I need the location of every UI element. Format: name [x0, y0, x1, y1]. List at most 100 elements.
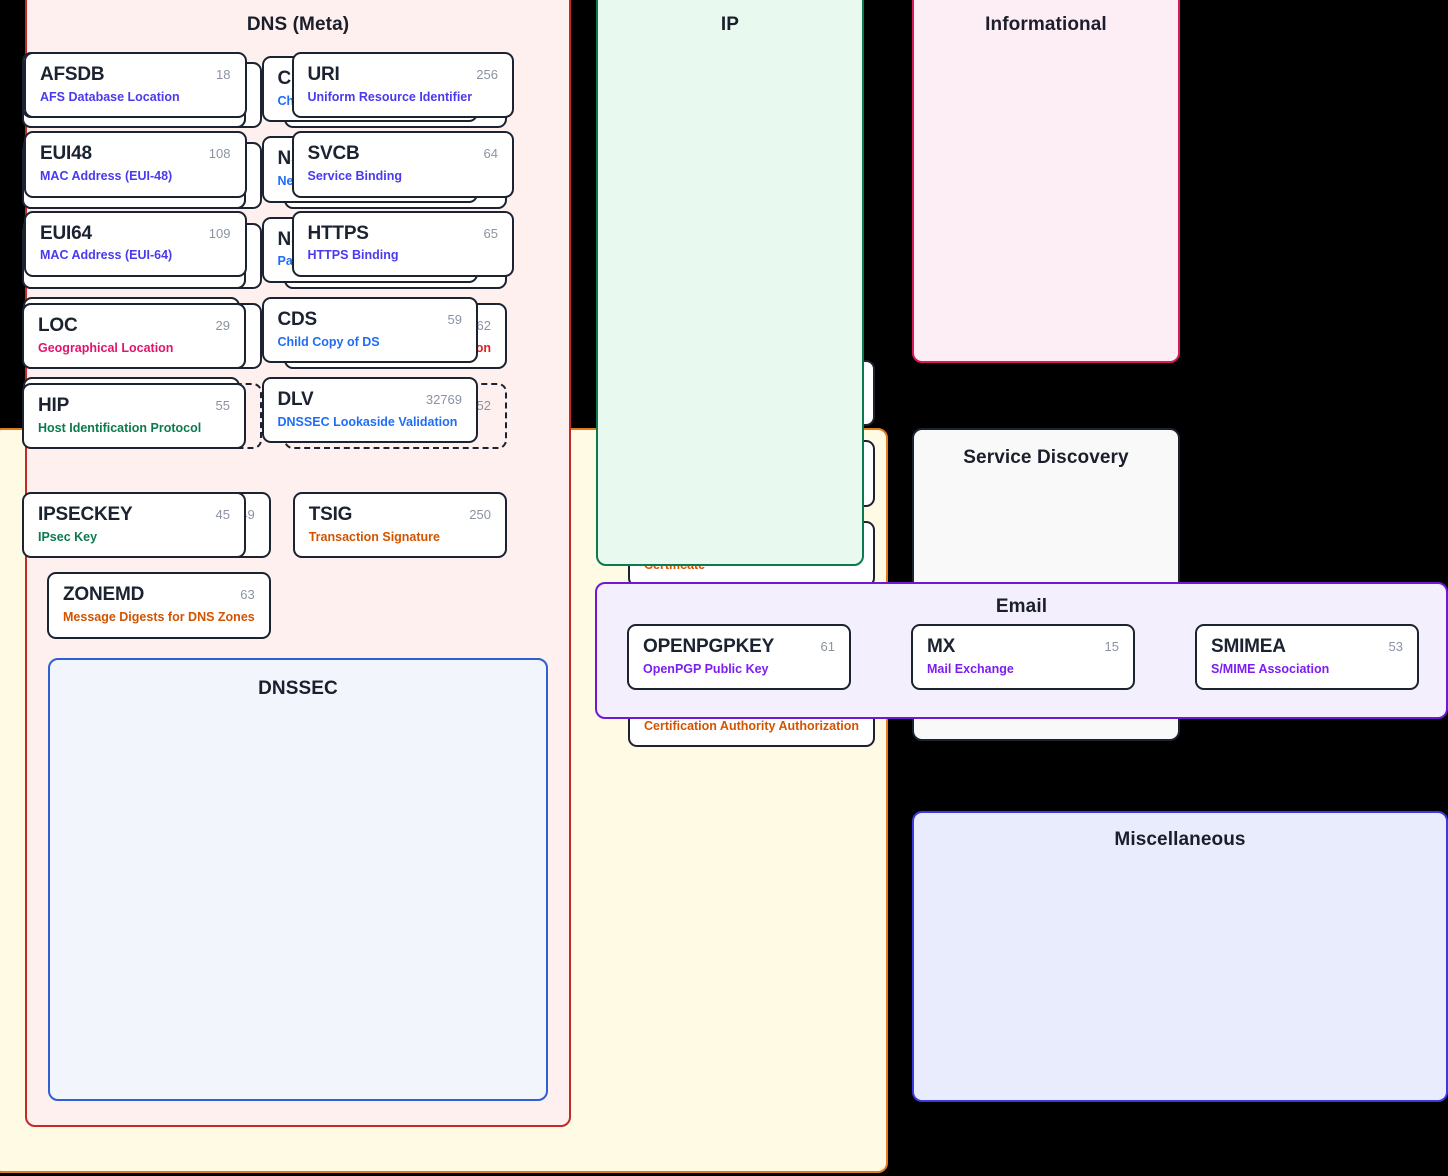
record-type-description: Message Digests for DNS Zones [63, 610, 255, 625]
record-card-header: AFSDB 18 [40, 64, 231, 86]
record-card-header: EUI64 109 [40, 222, 231, 245]
record-card-header: SMIMEA 53 [1211, 636, 1403, 658]
record-type-name: HIP [38, 395, 70, 417]
panel-dnssec-title: DNSSEC [258, 678, 338, 699]
record-type-number: 65 [483, 225, 498, 241]
record-type-description: Mail Exchange [927, 661, 1014, 676]
record-card-header: DLV 32769 [277, 389, 463, 411]
record-type-name: HTTPS [307, 222, 369, 244]
record-type-number: 64 [483, 146, 498, 162]
record-type-description: HTTPS Binding [307, 248, 399, 263]
record-type-name: MX [927, 636, 956, 657]
panel-miscellaneous: Miscellaneous [912, 811, 1448, 1102]
panel-informational-title: Informational [985, 14, 1107, 35]
record-type-description: AFS Database Location [40, 89, 180, 104]
record-type-description: OpenPGP Public Key [643, 661, 769, 676]
record-type-description: DNSSEC Lookaside Validation [277, 414, 458, 429]
record-card-header: SVCB 64 [307, 143, 499, 165]
panel-miscellaneous-title: Miscellaneous [1114, 829, 1246, 850]
panel-dns-meta-title: DNS (Meta) [246, 14, 350, 35]
record-type-number: 18 [216, 67, 231, 82]
panel-ip: IP [596, 0, 864, 566]
record-card-header: ZONEMD 63 [63, 584, 255, 606]
record-type-description: Transaction Signature [308, 529, 440, 544]
record-type-name: ZONEMD [63, 584, 145, 606]
record-card-header: OPENPGPKEY 61 [643, 636, 835, 658]
record-card-header: MX 15 [927, 636, 1119, 658]
record-type-number: 256 [476, 67, 498, 82]
record-type-description: Service Binding [307, 169, 402, 184]
record-card-header: CDS 59 [277, 308, 463, 331]
record-type-name: LOC [38, 314, 78, 336]
record-type-name: AFSDB [40, 64, 105, 85]
record-type-description: Uniform Resource Identifier [307, 89, 473, 104]
record-type-number: 109 [208, 225, 231, 241]
record-type-name: OPENPGPKEY [643, 636, 775, 657]
record-type-number: 59 [447, 311, 462, 327]
record-type-number: 45 [215, 507, 230, 522]
record-type-description: IPsec Key [38, 529, 98, 544]
record-type-description: MAC Address (EUI-64) [40, 248, 173, 263]
record-card-header: TSIG 250 [308, 504, 491, 526]
panel-dnssec: DNSSEC [48, 658, 548, 1101]
record-card-header: LOC 29 [38, 314, 230, 337]
record-card-header: URI 256 [307, 64, 499, 86]
record-type-description: S/MIME Association [1211, 661, 1330, 676]
record-type-description: Child Copy of DS [277, 334, 380, 349]
record-type-name: SVCB [307, 143, 360, 165]
record-type-name: EUI48 [40, 143, 92, 165]
record-card-header: IPSECKEY 45 [38, 504, 230, 526]
record-type-number: 61 [820, 639, 835, 654]
record-type-name: EUI64 [40, 222, 92, 244]
record-type-name: SMIMEA [1211, 636, 1286, 657]
record-type-number: 63 [240, 587, 255, 603]
record-card-header: HTTPS 65 [307, 222, 499, 245]
record-type-name: DLV [277, 389, 314, 411]
record-type-number: 15 [1104, 639, 1119, 654]
record-type-description: MAC Address (EUI-48) [40, 169, 173, 184]
record-card-header: HIP 55 [38, 395, 230, 417]
panel-service-discovery-title: Service Discovery [963, 447, 1129, 468]
record-type-description: Certification Authority Authorization [644, 718, 860, 733]
record-type-number: 32769 [425, 392, 462, 408]
record-card-header: EUI48 108 [40, 143, 231, 165]
record-type-number: 108 [208, 146, 231, 162]
record-type-name: IPSECKEY [38, 504, 133, 525]
panel-informational: Informational [912, 0, 1180, 363]
record-type-name: URI [307, 64, 340, 85]
record-type-number: 55 [215, 398, 230, 414]
record-type-number: 250 [469, 507, 491, 522]
record-type-number: 29 [215, 317, 230, 333]
record-type-number: 53 [1388, 639, 1403, 654]
record-type-name: TSIG [308, 504, 353, 525]
panel-ip-title: IP [720, 14, 740, 35]
record-type-number: 62 [476, 317, 491, 333]
record-type-description: Geographical Location [38, 340, 174, 355]
panel-email-title: Email [995, 596, 1048, 617]
record-type-name: CDS [277, 308, 318, 330]
